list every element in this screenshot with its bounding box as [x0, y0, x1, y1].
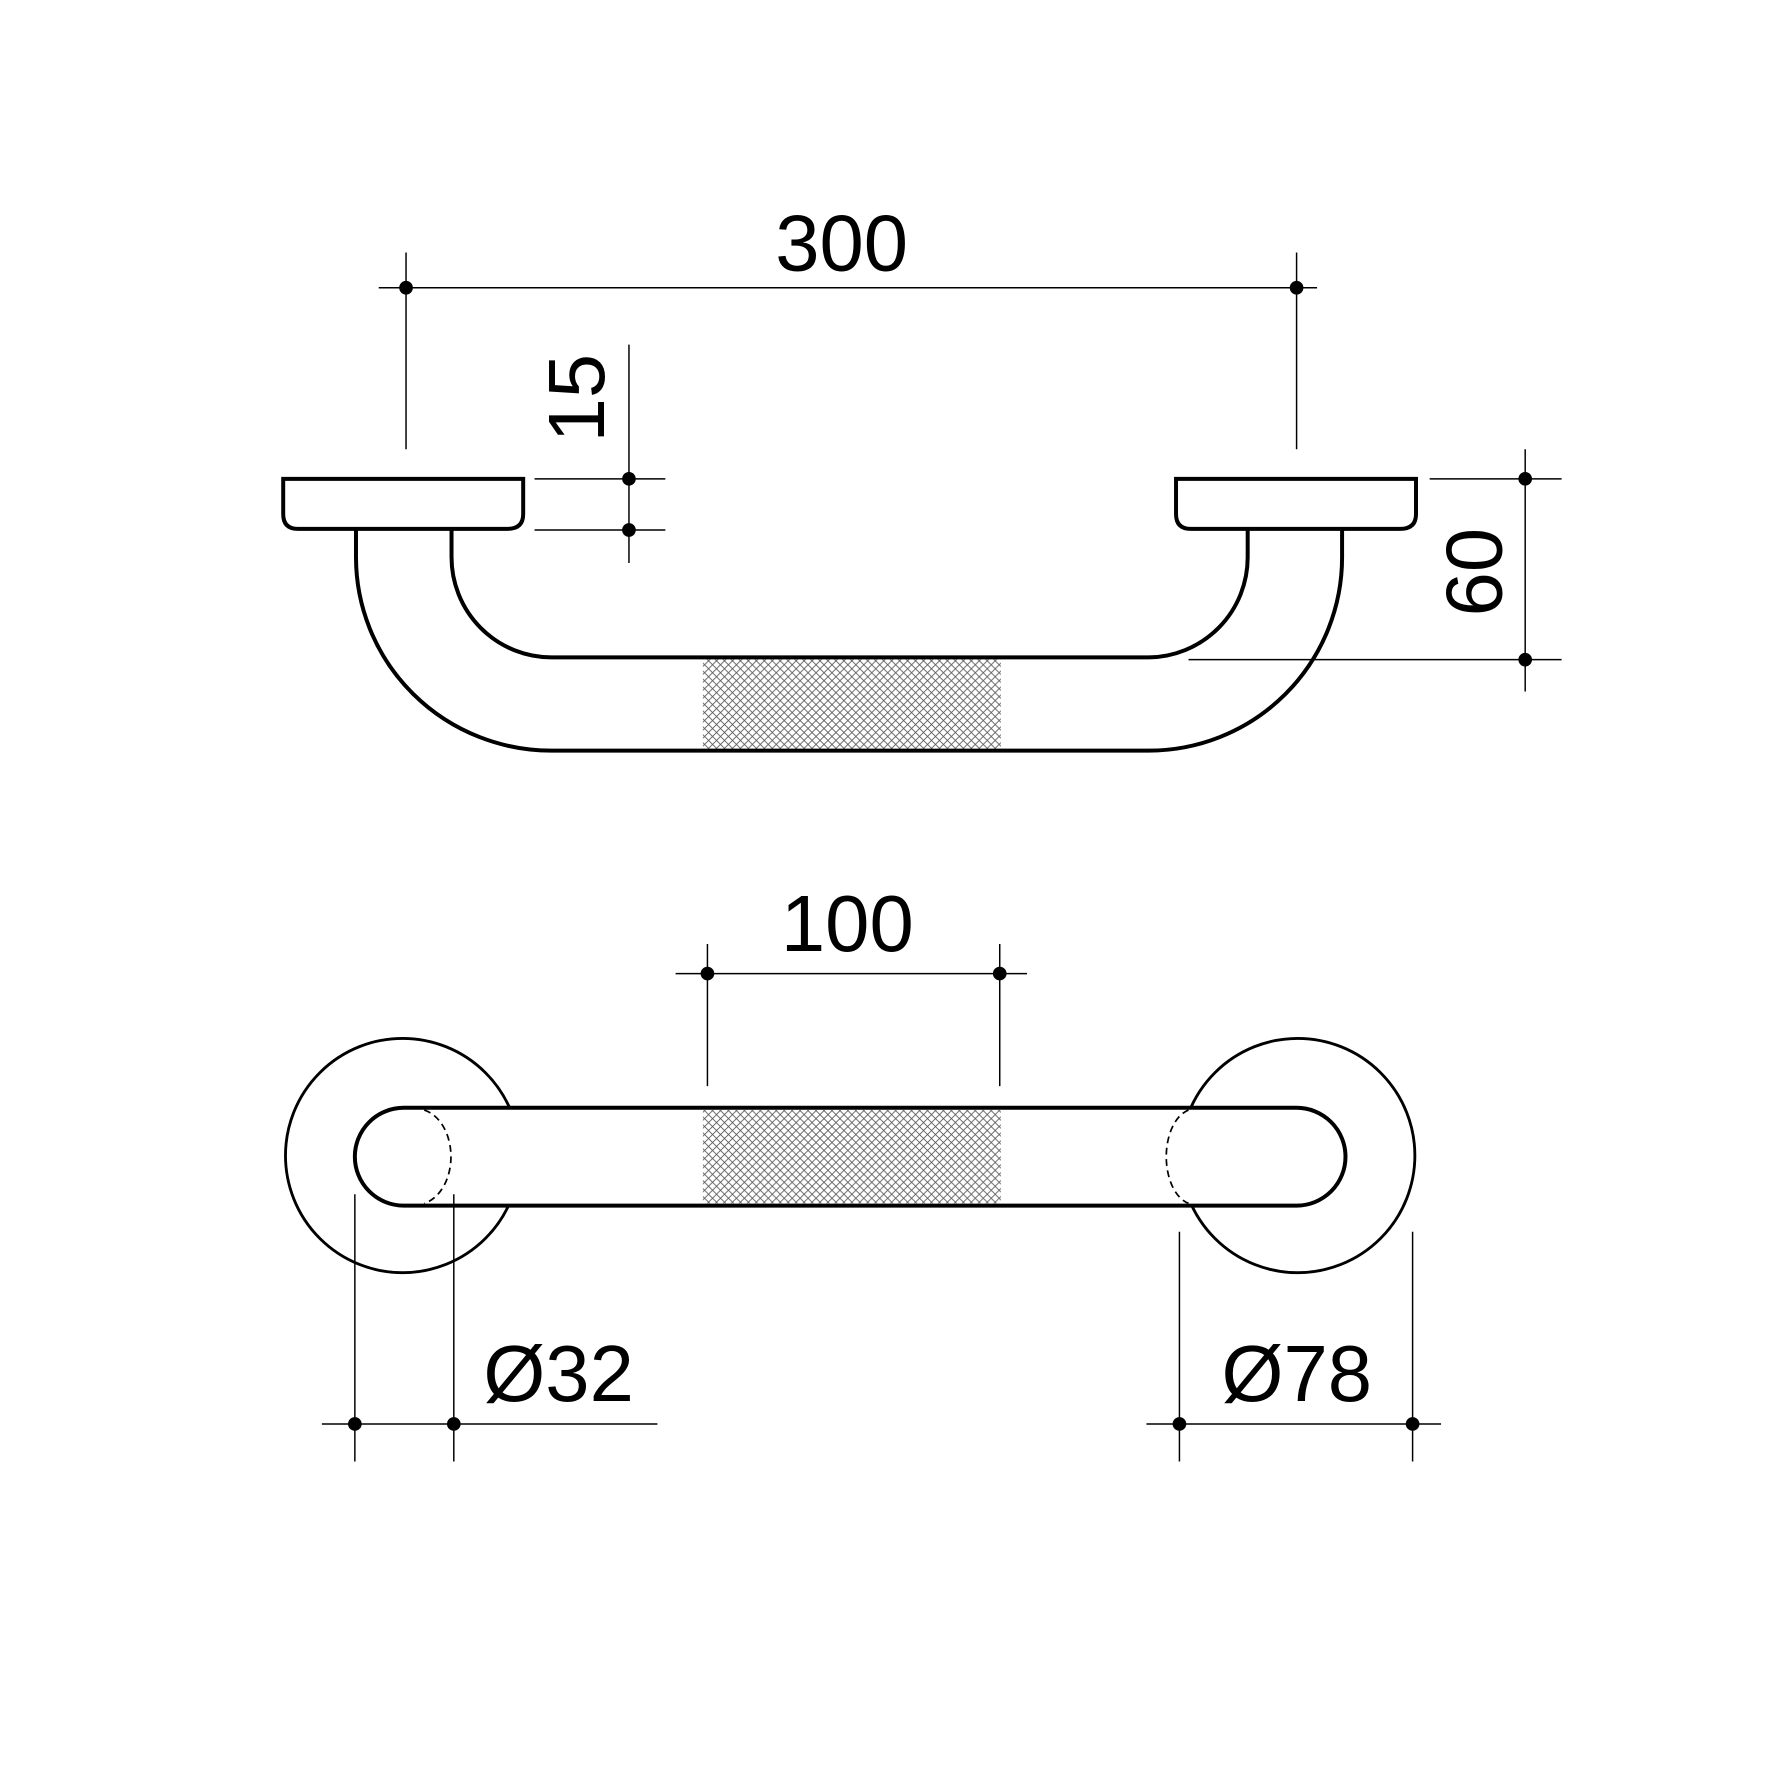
dimension-15: 15 [532, 344, 666, 563]
right-hidden-edge [1165, 1109, 1189, 1205]
dimension-300: 300 [378, 199, 1318, 450]
knurled-grip [702, 657, 1001, 751]
projection-label: 60 [1429, 528, 1518, 617]
rail-outer [354, 528, 1345, 753]
rail-inner [449, 528, 1250, 660]
dimension-diameter-32: Ø32 [321, 1194, 658, 1462]
dimension-diameter-78: Ø78 [1146, 1231, 1442, 1462]
tube-diameter-label: Ø32 [483, 1329, 633, 1418]
flange-thickness-label: 15 [532, 354, 621, 443]
grip-length-label: 100 [781, 879, 914, 968]
top-view: 100 Ø32 Ø78 [284, 879, 1442, 1462]
knurled-grip-top [702, 1110, 1001, 1204]
dimension-60: 60 [1188, 449, 1562, 692]
right-flange [1174, 476, 1418, 531]
length-label: 300 [775, 199, 908, 288]
left-hidden-edge [423, 1109, 452, 1205]
left-flange [281, 476, 526, 531]
side-view: 300 15 60 [281, 199, 1562, 753]
flange-diameter-label: Ø78 [1222, 1329, 1372, 1418]
dimension-100: 100 [675, 879, 1028, 1087]
